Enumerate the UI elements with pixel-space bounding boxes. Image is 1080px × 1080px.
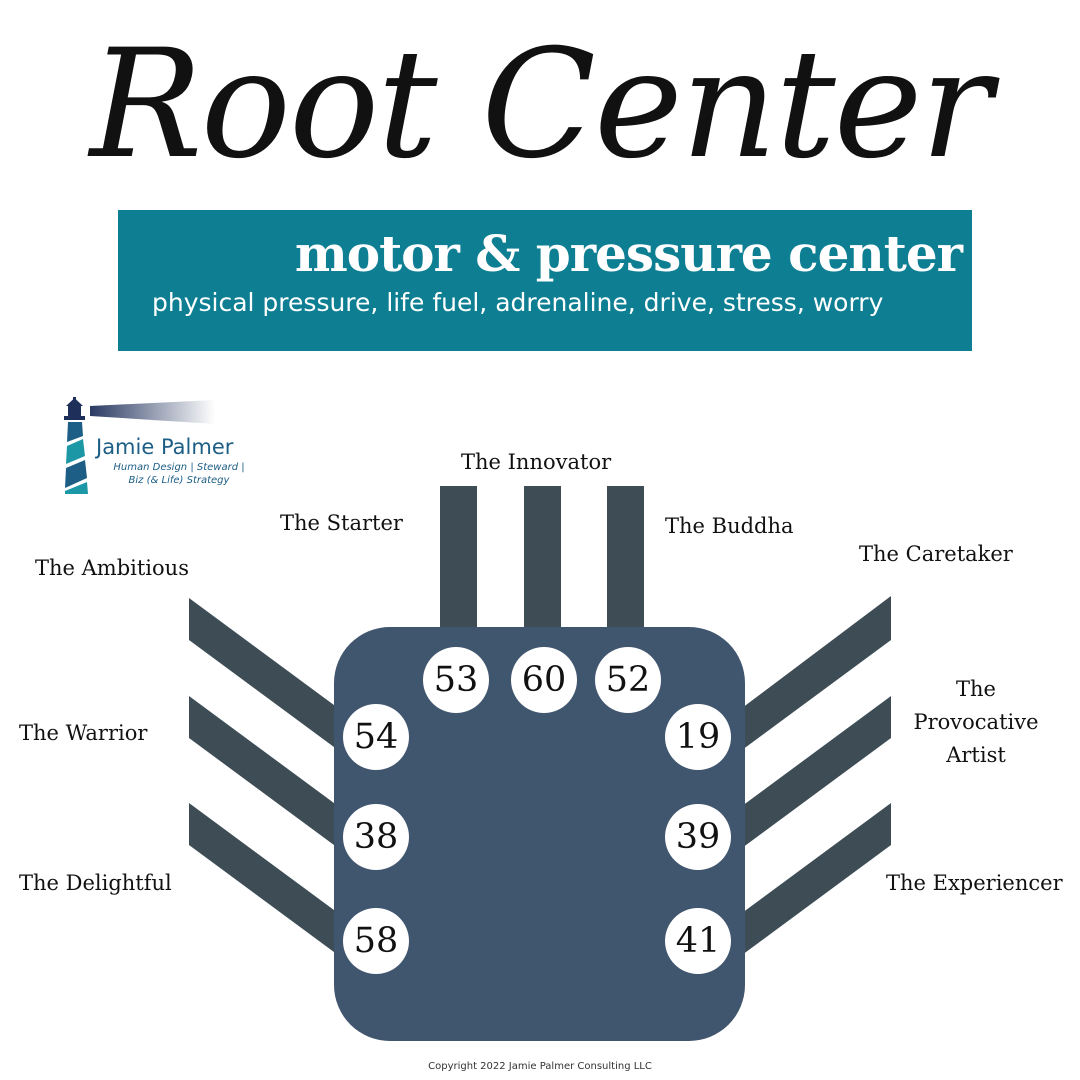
subtitle-banner: motor & pressure center physical pressur… — [118, 210, 972, 351]
gate-number-58: 58 — [343, 908, 409, 974]
gate-number-41: 41 — [665, 908, 731, 974]
channel-gate-60 — [524, 486, 561, 631]
logo-tagline-line-2: Biz (& Life) Strategy — [128, 475, 230, 486]
gate-label-54: The Ambitious — [35, 556, 189, 580]
gate-number-54: 54 — [343, 704, 409, 770]
channel-gate-52 — [607, 486, 644, 631]
gate-label-39-line-3: Artist — [946, 743, 1006, 767]
channel-gate-38 — [189, 696, 338, 848]
gate-label-39-line-2: Provocative — [913, 710, 1039, 734]
gate-number-53: 53 — [423, 647, 489, 713]
copyright-notice: Copyright 2022 Jamie Palmer Consulting L… — [428, 1061, 652, 1072]
gate-number-39: 39 — [665, 804, 731, 870]
channel-gate-39 — [742, 696, 891, 848]
channel-gate-53 — [440, 486, 477, 631]
gate-label-60: The Innovator — [461, 450, 612, 474]
gate-label-41: The Experiencer — [886, 871, 1063, 895]
channel-gate-54 — [189, 598, 338, 750]
channel-gate-19 — [742, 596, 891, 750]
logo-tagline: Human Design | Steward | Biz (& Life) St… — [104, 461, 254, 487]
gate-label-53: The Starter — [280, 511, 403, 535]
banner-keywords: physical pressure, life fuel, adrenaline… — [152, 288, 884, 317]
gate-number-60: 60 — [511, 647, 577, 713]
gate-number-52: 52 — [595, 647, 661, 713]
logo-brand-name: Jamie Palmer — [96, 435, 234, 459]
root-center-square — [334, 627, 745, 1041]
gate-label-58: The Delightful — [19, 871, 172, 895]
channel-gate-41 — [742, 803, 891, 955]
channel-gate-58 — [189, 803, 338, 955]
banner-subtitle: motor & pressure center — [294, 224, 963, 283]
brand-logo: Jamie Palmer Human Design | Steward | Bi… — [60, 392, 260, 502]
gate-number-19: 19 — [665, 704, 731, 770]
gate-label-52: The Buddha — [665, 514, 794, 538]
gate-label-39: The Provocative Artist — [896, 673, 1056, 772]
gate-number-38: 38 — [343, 804, 409, 870]
gate-label-39-line-1: The — [956, 677, 996, 701]
gate-label-38: The Warrior — [19, 721, 148, 745]
page-title: Root Center — [89, 18, 992, 192]
logo-tagline-line-1: Human Design | Steward | — [113, 462, 245, 473]
gate-label-19: The Caretaker — [859, 542, 1013, 566]
lighthouse-icon — [64, 397, 215, 494]
